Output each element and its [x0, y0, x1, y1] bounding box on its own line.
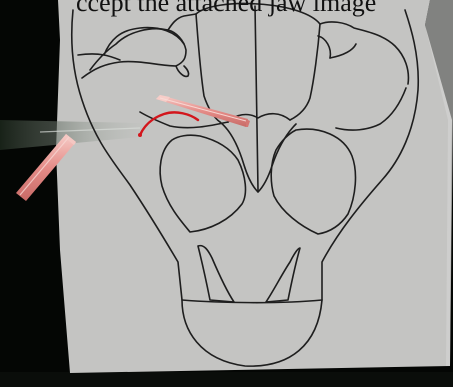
caption-label: ccept the attached jaw image	[76, 0, 376, 17]
caption-text: ccept the attached jaw image	[0, 0, 453, 20]
bottom-floor	[0, 372, 453, 387]
suture-knot	[138, 133, 142, 137]
